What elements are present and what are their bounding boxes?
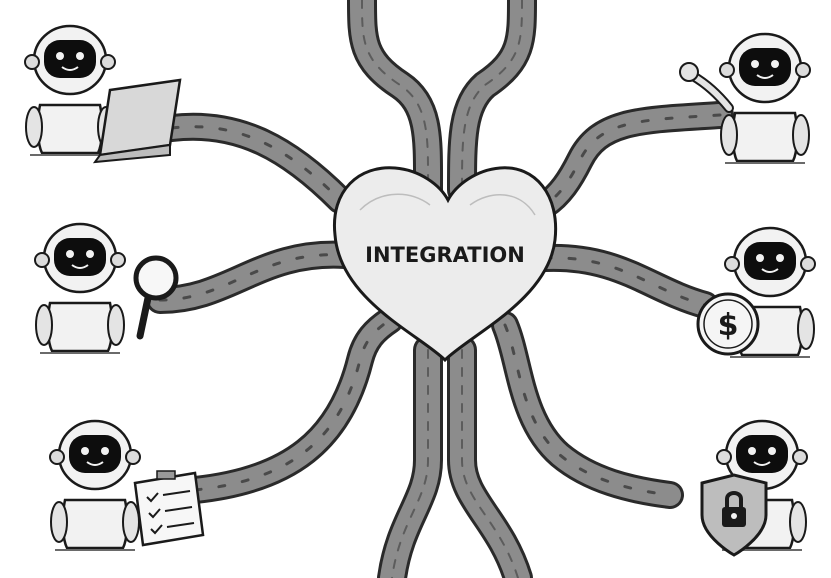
pipe-top-left-vertical <box>347 0 444 205</box>
laptop-icon <box>92 78 182 164</box>
pipe-to-robot-waving <box>531 101 734 219</box>
robot-body <box>34 301 126 355</box>
shield-lock-icon <box>700 473 768 557</box>
dollar-coin-icon: $ <box>696 292 760 356</box>
pipe-to-robot-checklist <box>181 306 404 504</box>
pipes <box>146 0 734 578</box>
pipe-top-right-vertical <box>447 0 537 205</box>
center-label: INTEGRATION <box>365 243 525 267</box>
robot-head <box>718 32 812 104</box>
robot-head <box>48 419 142 491</box>
pipe-to-robot-magnifier <box>146 240 359 314</box>
pipe-bottom-left-vertical <box>377 335 443 578</box>
robot-head <box>723 226 817 298</box>
magnifying-glass-icon <box>133 255 179 340</box>
waving-hand-icon <box>679 62 734 113</box>
robot-body <box>719 111 811 165</box>
robot-checklist <box>48 419 205 552</box>
robot-magnifier <box>33 222 179 355</box>
robot-laptop <box>23 24 182 164</box>
pipe-bottom-right-vertical <box>447 335 533 578</box>
integration-heart: INTEGRATION <box>332 166 558 363</box>
pipe-to-robot-lock <box>491 311 684 509</box>
pipe-to-robot-laptop <box>158 112 354 214</box>
robot-lock <box>700 419 809 557</box>
robot-head <box>23 24 117 96</box>
robot-body <box>49 498 141 552</box>
robot-waving <box>679 32 812 165</box>
checklist-icon <box>133 470 205 547</box>
pipe-to-robot-dollar <box>531 243 719 319</box>
dollar-symbol: $ <box>718 308 739 343</box>
robot-dollar: $ <box>696 226 817 359</box>
robot-head <box>33 222 127 294</box>
